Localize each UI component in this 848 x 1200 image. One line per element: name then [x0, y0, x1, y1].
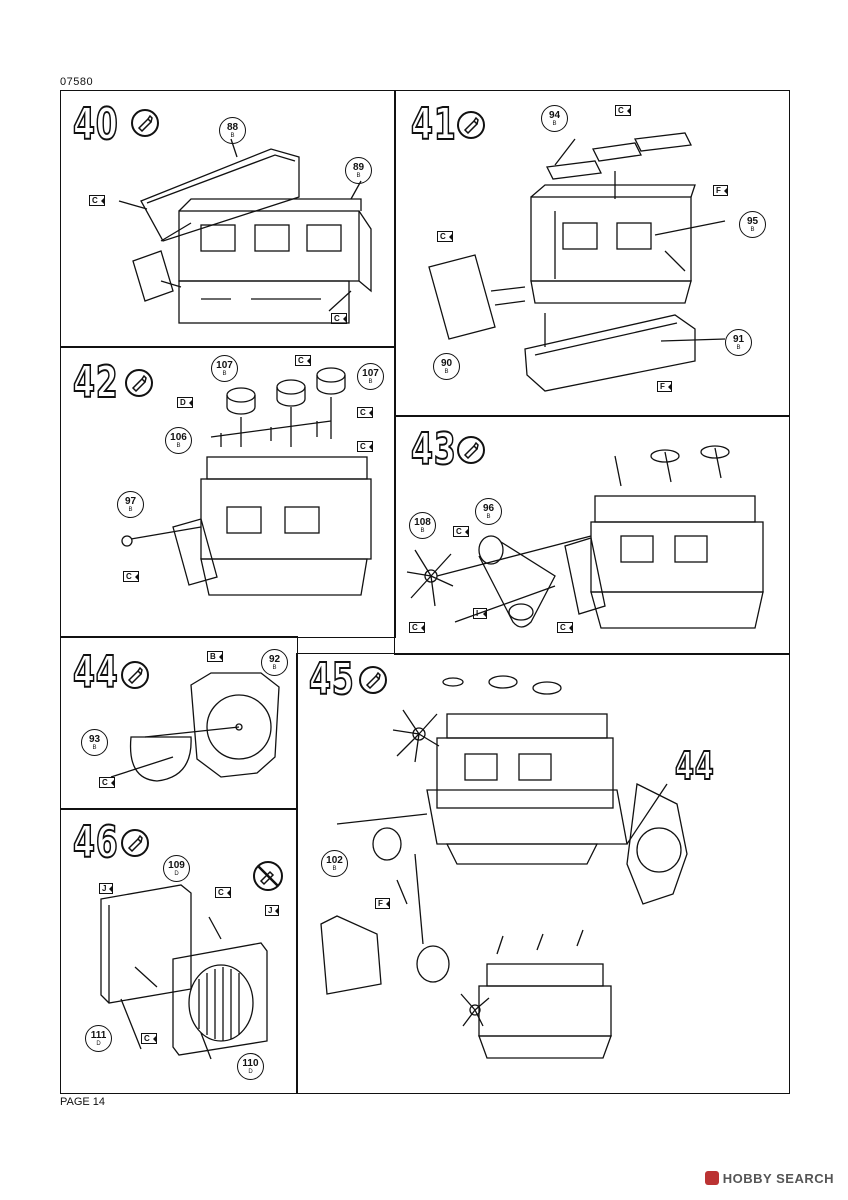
flag-c: C [453, 526, 469, 537]
hobby-search-logo-icon [704, 1171, 719, 1185]
step-number: 42 [72, 357, 119, 408]
step-number: 40 [72, 99, 119, 150]
flag-d: D [177, 397, 193, 408]
step-number: 44 [72, 647, 119, 698]
no-glue-icon [253, 861, 283, 891]
engine-block-illustration [428, 132, 726, 392]
step-number: 45 [308, 654, 355, 705]
glue-tube-icon [457, 111, 485, 139]
glue-tube-icon [457, 436, 485, 464]
flag-f: F [713, 185, 728, 196]
flag-c: C [437, 231, 453, 242]
page-number: PAGE 14 [60, 1096, 106, 1108]
flag-c: C [615, 105, 631, 116]
glue-tube-icon [121, 829, 149, 857]
reference-step-number: 44 [674, 743, 715, 789]
flywheel-housing-illustration [110, 672, 280, 782]
radiator-illustration [100, 884, 268, 1060]
step-number: 43 [410, 424, 457, 475]
flag-c: C [409, 622, 425, 633]
flag-j: J [265, 905, 280, 916]
engine-final-assembly-illustration [320, 675, 688, 1059]
flag-c: C [123, 571, 139, 582]
flag-b: B [207, 651, 223, 662]
flag-c: C [89, 195, 105, 206]
glue-tube-icon [121, 661, 149, 689]
flag-j: J [99, 883, 114, 894]
glue-tube-icon [359, 666, 387, 694]
watermark: HOBBY SEARCH [704, 1171, 834, 1186]
step-number: 41 [410, 99, 457, 150]
flag-c: C [357, 441, 373, 452]
flag-c: C [357, 407, 373, 418]
flag-c: C [215, 887, 231, 898]
flag-f: F [375, 898, 390, 909]
flag-c: C [295, 355, 311, 366]
flag-c: C [141, 1033, 157, 1044]
fan-belt-illustration [406, 445, 764, 629]
glue-tube-icon [131, 109, 159, 137]
flag-c: C [99, 777, 115, 788]
step-number: 46 [72, 817, 119, 868]
glue-tube-icon [125, 369, 153, 397]
engine-block-illustration [118, 138, 372, 324]
document-code: 07580 [60, 76, 94, 88]
engine-assembly-illustration [121, 367, 372, 596]
flag-c: C [557, 622, 573, 633]
flag-f: F [657, 381, 672, 392]
